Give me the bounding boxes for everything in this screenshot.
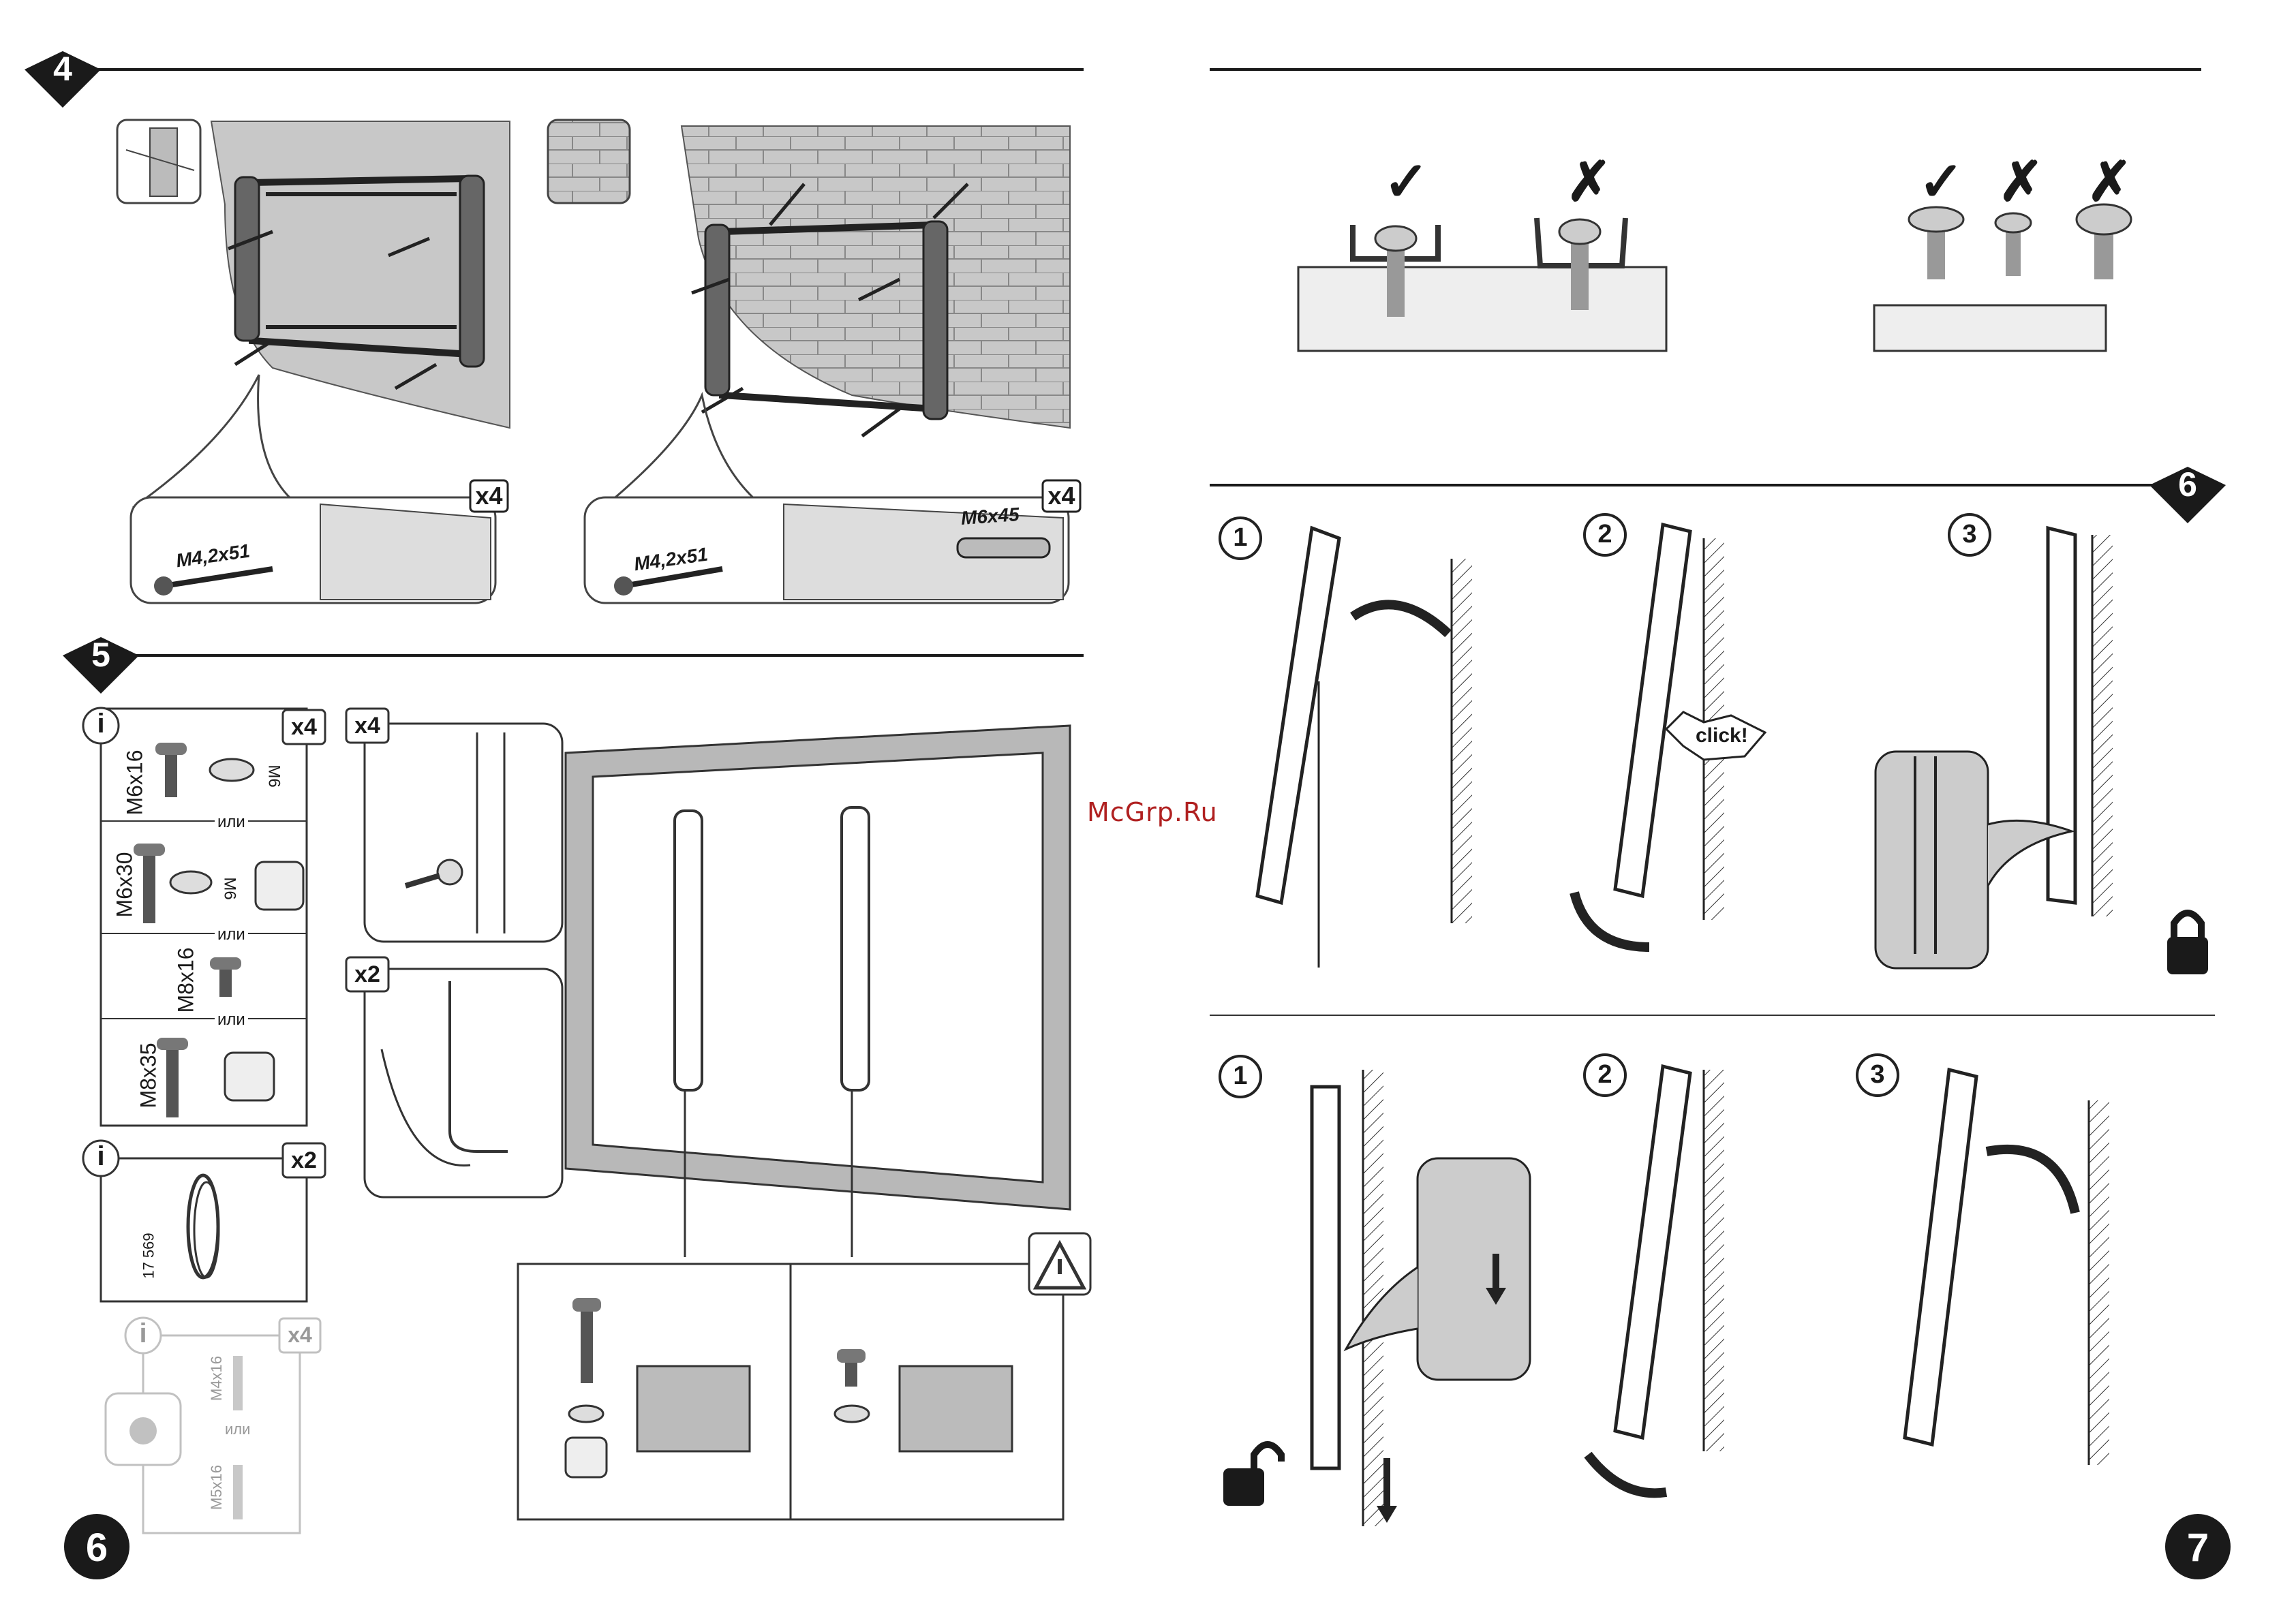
brick-screw-detail bbox=[585, 395, 1080, 603]
watermark: McGrp.Ru bbox=[1087, 797, 1218, 827]
mount-sequence bbox=[1220, 514, 2208, 974]
drywall-icon bbox=[117, 120, 200, 203]
brick-scene bbox=[682, 126, 1070, 436]
click-burst bbox=[1666, 712, 1765, 760]
brick-icon bbox=[548, 120, 630, 203]
lock-detail-bubble bbox=[1876, 752, 2072, 968]
step4-badge bbox=[25, 51, 101, 108]
unmount-sequence bbox=[1220, 1055, 2109, 1526]
right-page-badge bbox=[2165, 1514, 2231, 1579]
screw-depth-check bbox=[1298, 218, 1666, 351]
warning-triangle-icon bbox=[1029, 1233, 1090, 1295]
hardware-box bbox=[83, 708, 325, 1126]
cord-attach-detail bbox=[346, 957, 562, 1197]
padlock-closed-icon bbox=[2167, 913, 2208, 974]
tv-bracket-right bbox=[842, 807, 869, 1090]
tv-back-scene bbox=[566, 726, 1070, 1257]
left-page-badge bbox=[64, 1514, 129, 1579]
bracket-bolt-detail bbox=[346, 709, 562, 942]
step6-badge bbox=[2149, 467, 2226, 523]
tv-bracket-left bbox=[675, 811, 702, 1090]
info-icon bbox=[83, 708, 119, 743]
optional-hardware-box bbox=[106, 1318, 320, 1533]
step6-header bbox=[1210, 467, 2226, 523]
cord-box bbox=[83, 1141, 325, 1301]
bolt-length-comparison bbox=[518, 1233, 1090, 1519]
step4-header bbox=[25, 51, 1084, 108]
screw-size-check bbox=[1874, 204, 2131, 351]
step5-badge bbox=[63, 637, 139, 694]
step5-header bbox=[63, 637, 1084, 694]
padlock-open-icon bbox=[1223, 1444, 1281, 1506]
